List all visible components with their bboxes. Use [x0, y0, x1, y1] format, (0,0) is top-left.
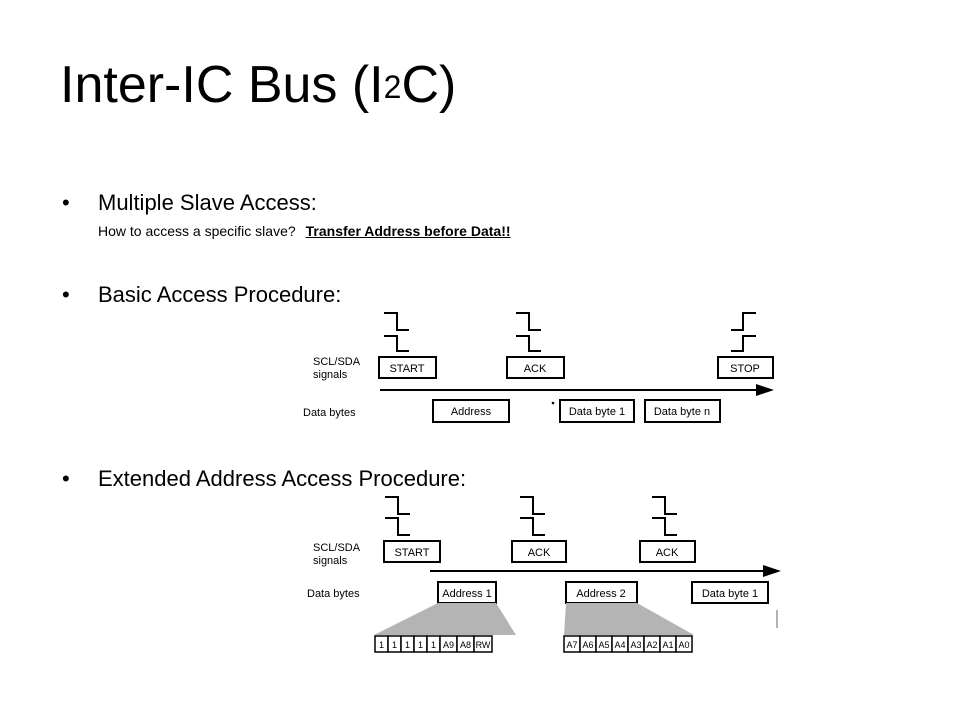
ack1-scl-edge [520, 496, 545, 515]
address2-label: Address 2 [576, 588, 626, 600]
ellipsis-dot [551, 401, 555, 405]
bullet-text: Extended Address Access Procedure: [98, 466, 467, 491]
signals-label-line2: signals [313, 555, 348, 567]
signals-label-line1: SCL/SDA [313, 542, 361, 554]
bit-box [675, 635, 693, 653]
sub-bullet-slave-access: How to access a specific slave? Transfer … [98, 222, 511, 240]
bit-label: 1 [418, 640, 423, 650]
bit-label: A8 [460, 640, 471, 650]
signals-label-line1: SCL/SDA [313, 356, 361, 368]
start-label: START [389, 363, 424, 375]
stop-scl-edge [731, 312, 756, 331]
bit-label: A6 [582, 640, 593, 650]
title-superscript: 2 [383, 69, 402, 105]
bullet-text: Basic Access Procedure: [98, 282, 342, 307]
address-label: Address [451, 406, 492, 418]
bit-label: A4 [614, 640, 625, 650]
data-bytes-label: Data bytes [307, 588, 360, 600]
bullet-multiple-slave-access: • Multiple Slave Access: [62, 190, 317, 216]
address2-expansion-wedge [564, 603, 694, 635]
bit-label: A3 [630, 640, 641, 650]
data-byte-n-box [644, 399, 721, 423]
timeline-arrowhead [756, 384, 774, 396]
ack2-box [639, 540, 696, 563]
bit-label: 1 [405, 640, 410, 650]
data-byte-1-box [691, 581, 769, 604]
stop-label: STOP [730, 363, 760, 375]
bit-label: A1 [662, 640, 673, 650]
start-box [378, 356, 437, 379]
stop-sda-edge [731, 335, 756, 352]
bit-label: RW [476, 640, 491, 650]
start-scl-edge [385, 496, 410, 515]
data-byte-1-box [559, 399, 635, 423]
ack1-sda-edge [520, 517, 545, 536]
sub-question: How to access a specific slave? [98, 223, 296, 239]
title-end: C) [401, 56, 457, 114]
bullet-text: Multiple Slave Access: [98, 190, 317, 215]
ack-sda-edge [516, 335, 541, 352]
bit-label: 1 [431, 640, 436, 650]
ack1-label: ACK [528, 547, 551, 559]
start-label: START [394, 547, 429, 559]
slide-title: Inter-IC Bus (I2C) [60, 55, 456, 115]
title-main: Inter-IC Bus (I [60, 56, 384, 114]
ack2-scl-edge [652, 496, 677, 515]
stop-box [717, 356, 774, 379]
ack-scl-edge [516, 312, 541, 331]
ack2-label: ACK [656, 547, 679, 559]
bullet-dot: • [62, 190, 70, 215]
start-scl-edge [384, 312, 409, 331]
bullet-basic-access: • Basic Access Procedure: [62, 282, 341, 308]
data-bytes-label: Data bytes [303, 407, 356, 419]
address1-label: Address 1 [442, 588, 492, 600]
sub-answer: Transfer Address before Data!! [305, 223, 511, 239]
address1-expansion-wedge [374, 603, 516, 635]
bit-label: A9 [443, 640, 454, 650]
ack2-sda-edge [652, 517, 677, 536]
ack-box [506, 356, 565, 379]
address2-bits: A7 A6 A5 A4 A3 A2 A1 A0 [563, 635, 693, 653]
ack-label: ACK [524, 363, 547, 375]
bit-label: 1 [379, 640, 384, 650]
start-sda-edge [385, 517, 410, 536]
bullet-extended-access: • Extended Address Access Procedure: [62, 466, 466, 492]
bullet-dot: • [62, 282, 70, 307]
bit-label: 1 [392, 640, 397, 650]
timeline-arrowhead [763, 565, 781, 577]
ack1-box [511, 540, 567, 563]
bit-box [473, 635, 493, 653]
start-box [383, 540, 441, 563]
signals-label-line2: signals [313, 369, 348, 381]
address-box [432, 399, 510, 423]
start-sda-edge [384, 335, 409, 352]
data-byte-n-label: Data byte n [654, 406, 710, 418]
bit-label: A7 [566, 640, 577, 650]
bit-label: A5 [598, 640, 609, 650]
data-byte-1-label: Data byte 1 [569, 406, 625, 418]
bit-label: A2 [646, 640, 657, 650]
bit-label: A0 [678, 640, 689, 650]
data-byte-1-label: Data byte 1 [702, 588, 758, 600]
bullet-dot: • [62, 466, 70, 491]
